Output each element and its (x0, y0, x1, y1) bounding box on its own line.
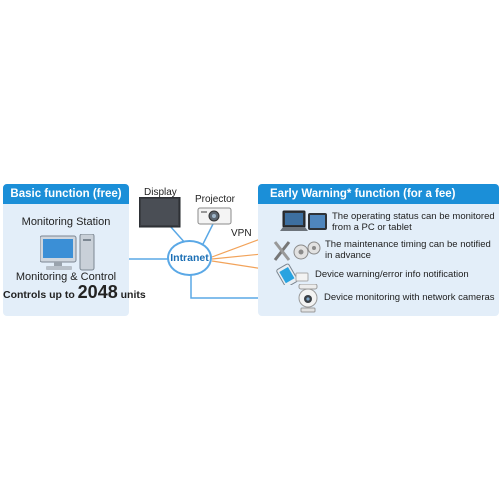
projector-label: Projector (195, 194, 236, 205)
feature-maintenance: The maintenance timing can be notified i… (325, 239, 491, 261)
basic-function-title: Basic function (free) (3, 184, 129, 204)
feature-pc-monitoring: The operating status can be monitored fr… (332, 211, 495, 233)
controls-prefix: Controls up to (3, 289, 75, 301)
computer-icon (40, 234, 95, 271)
projector-icon (197, 207, 232, 225)
units-number: 2048 (77, 282, 118, 302)
link-projector-intranet (202, 223, 214, 245)
feature-camera-monitoring: Device monitoring with network cameras (324, 292, 495, 303)
monitoring-control-label: Monitoring & Control (15, 271, 117, 283)
vpn-label: VPN (231, 228, 252, 239)
controls-capacity: Controls up to 2048 units (3, 282, 146, 303)
monitoring-station-label: Monitoring Station (21, 216, 111, 228)
feature-warning-notification: Device warning/error info notification (315, 269, 469, 280)
intranet-label: Intranet (170, 252, 209, 264)
feature-maintenance-line1: The maintenance timing can be notified (325, 239, 491, 250)
feature-pc-line2: from a PC or tablet (332, 222, 412, 233)
feature-pc-line1: The operating status can be monitored (332, 211, 495, 222)
laptop-icon (280, 210, 327, 231)
gears-icon (293, 241, 321, 260)
units-suffix: units (120, 289, 146, 301)
early-warning-title: Early Warning* function (for a fee) (258, 184, 499, 204)
camera-icon (298, 284, 318, 313)
tools-icon (273, 241, 321, 261)
feature-maintenance-line2: in advance (325, 250, 371, 261)
intranet-node: Intranet (167, 240, 212, 276)
display-label: Display (144, 187, 177, 198)
display-icon (139, 197, 181, 228)
phone-icon (276, 263, 309, 285)
